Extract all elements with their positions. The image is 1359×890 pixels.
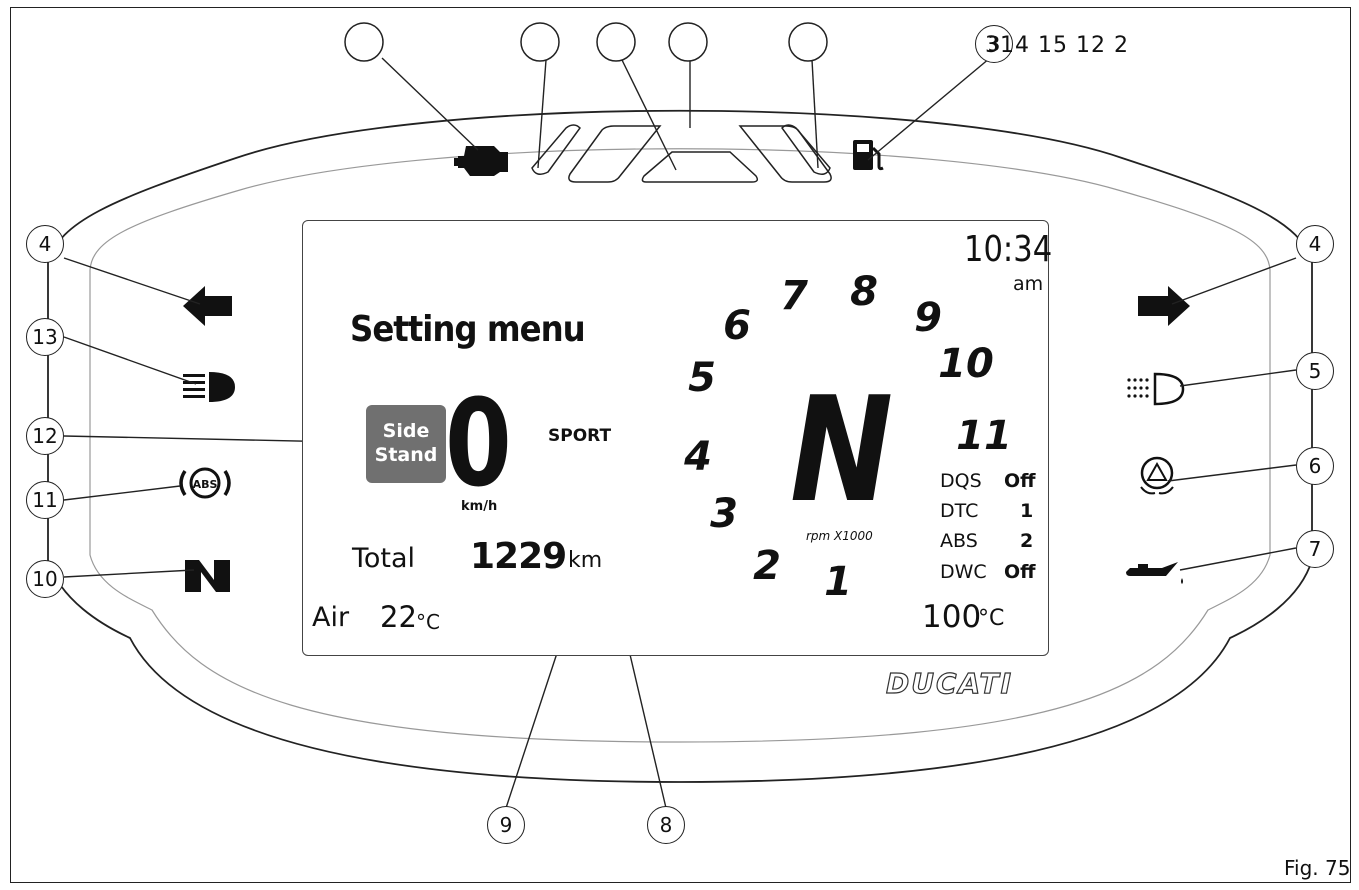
turn-left-arrow-icon (183, 286, 232, 326)
callout-5: 5 (1296, 352, 1334, 390)
param-value-abs: 2 (1020, 530, 1034, 552)
clock-ampm: am (1013, 273, 1044, 295)
callout-8: 8 (647, 806, 685, 844)
odometer-label: Total (352, 543, 416, 574)
figure-frame (10, 7, 1351, 883)
cluster-outer-outline (47, 109, 1313, 783)
air-temp-label: Air (312, 602, 350, 633)
tach-number-1: 1 (824, 559, 852, 605)
menu-title: Setting menu (350, 309, 586, 350)
tach-number-10: 10 (938, 341, 994, 387)
callout-7: 7 (1296, 530, 1334, 568)
top-lens-center (641, 151, 759, 183)
callout-3: 3 (975, 25, 1013, 63)
clock-time: 10:34 (964, 229, 1053, 270)
odometer-unit: km (568, 548, 603, 573)
svg-text:ABS: ABS (193, 478, 218, 491)
figure-label: Fig. 75 (1284, 856, 1351, 880)
rpm-label: rpm X1000 (806, 529, 873, 543)
speed-value: 0 (445, 375, 512, 514)
param-name-abs: ABS (940, 530, 978, 552)
param-value-dwc: Off (1004, 561, 1036, 583)
tach-number-8: 8 (850, 269, 878, 315)
top-lens-left-inner (568, 125, 662, 183)
callout-6: 6 (1296, 447, 1334, 485)
coolant-temp-value: 100 (922, 599, 982, 635)
traction-control-icon (1140, 456, 1174, 495)
callout-4-left: 4 (26, 225, 64, 263)
param-name-dqs: DQS (940, 470, 982, 492)
air-temp-unit: °C (416, 610, 440, 634)
tach-number-3: 3 (710, 491, 738, 537)
top-lens-right-outer (781, 124, 831, 175)
callout-10: 10 (26, 560, 64, 598)
speed-unit: km/h (461, 499, 498, 514)
tach-number-4: 4 (684, 434, 712, 480)
callout-12: 12 (26, 417, 64, 455)
blank-callouts (344, 22, 828, 62)
fog-light-icon (1127, 372, 1185, 406)
param-value-dtc: 1 (1020, 500, 1034, 522)
callout-9: 9 (487, 806, 525, 844)
riding-mode-label: SPORT (548, 426, 612, 446)
param-value-dqs: Off (1004, 470, 1036, 492)
param-name-dwc: DWC (940, 561, 987, 583)
engine-check-icon (454, 146, 508, 176)
cluster-inner-outline (89, 148, 1271, 743)
turn-right-arrow-icon (1138, 286, 1190, 326)
tach-number-7: 7 (780, 273, 808, 319)
top-lens-left-outer (531, 124, 581, 175)
side-stand-warning: Side Stand (366, 405, 446, 483)
air-temp-value: 22 (380, 600, 417, 634)
side-stand-line2: Stand (374, 444, 438, 466)
callout-11: 11 (26, 481, 64, 519)
abs-warning-icon: ABS (179, 467, 231, 499)
high-beam-icon (183, 372, 235, 402)
odometer-value: 1229 (470, 536, 567, 577)
coolant-temp-unit: °C (978, 606, 1005, 631)
side-stand-line1: Side (382, 420, 430, 443)
brand-logo: DUCATI (885, 667, 1014, 700)
fuel-reserve-icon (853, 140, 884, 171)
tach-number-2: 2 (753, 543, 781, 589)
top-callout-numbers: 314 15 12 2 (985, 33, 1129, 58)
tach-number-9: 9 (914, 295, 942, 341)
tach-number-11: 11 (956, 413, 1012, 459)
param-name-dtc: DTC (940, 500, 979, 522)
callout-13: 13 (26, 318, 64, 356)
oil-pressure-icon (1126, 562, 1183, 584)
neutral-icon (185, 560, 230, 592)
tach-number-6: 6 (723, 303, 751, 349)
gear-indicator: N (790, 366, 894, 535)
tach-number-5: 5 (688, 355, 716, 401)
callout-4-right: 4 (1296, 225, 1334, 263)
